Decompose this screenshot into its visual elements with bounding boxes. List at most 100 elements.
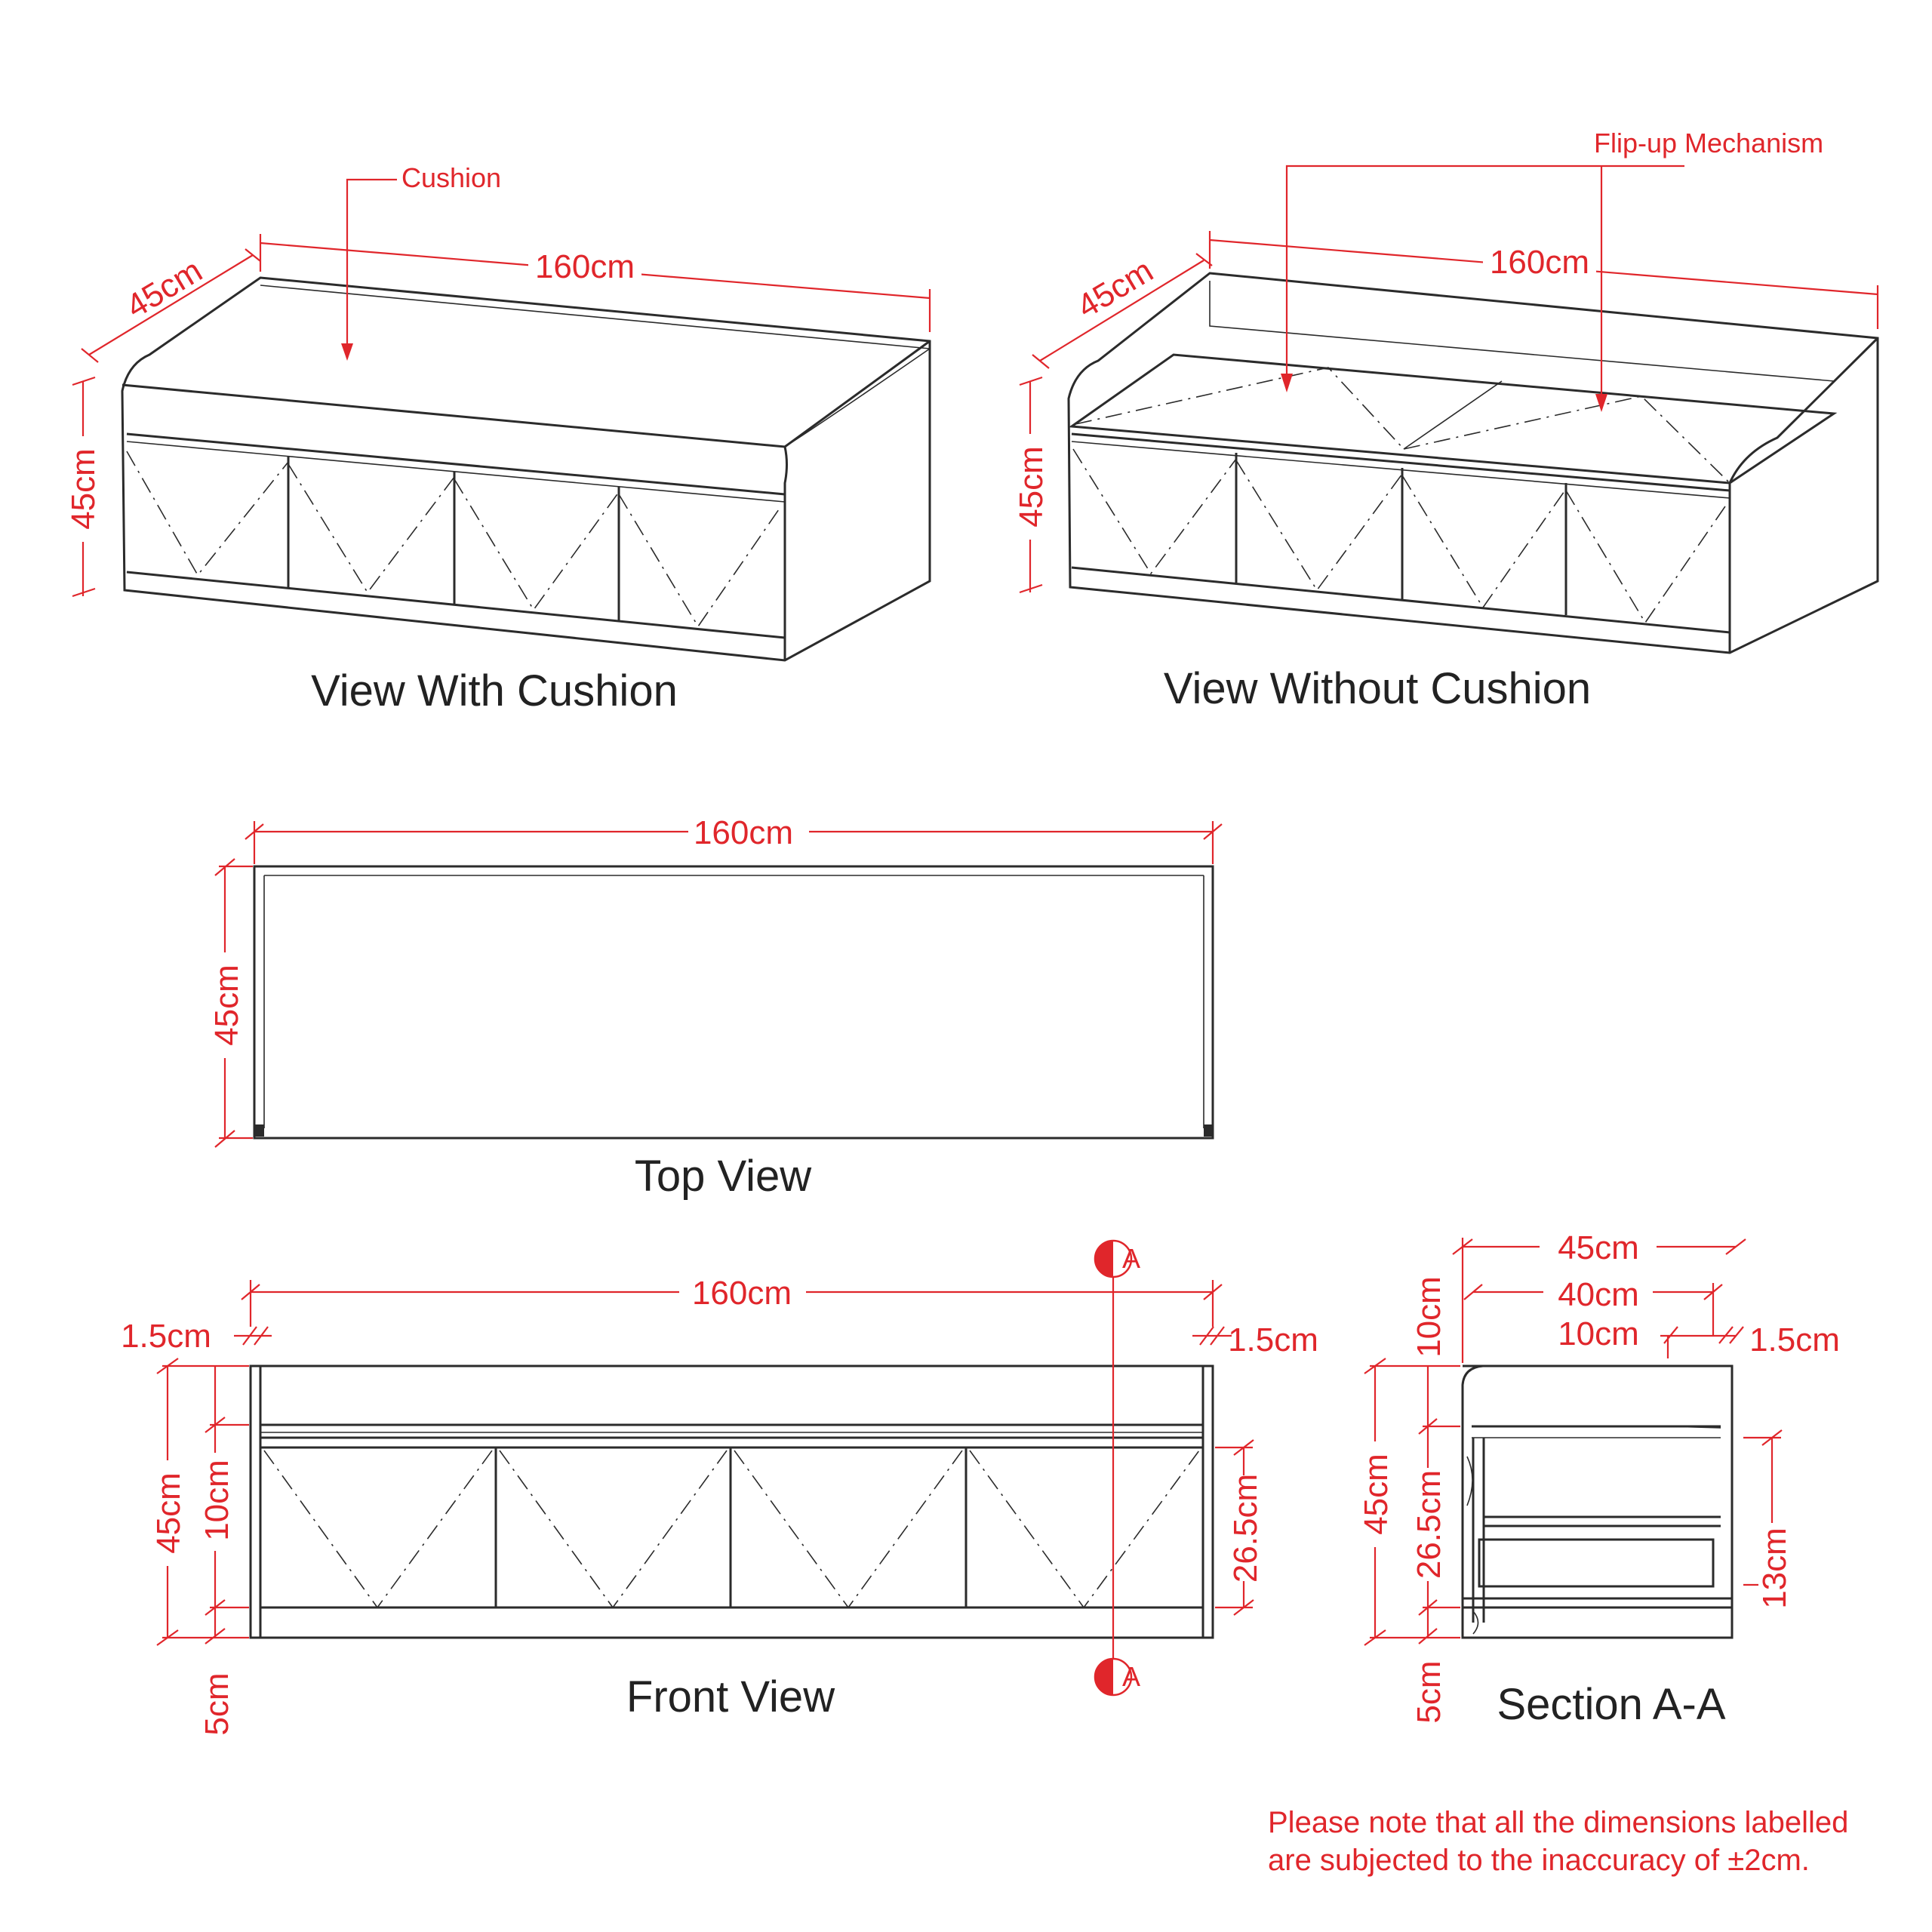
section-top-board-detail [1472, 1426, 1721, 1438]
without-cushion-drawer-mark-2 [1235, 460, 1403, 592]
top-view-length-bg [688, 811, 809, 853]
section-title: Section A-A [1497, 1680, 1725, 1729]
front-view-height-bg [148, 1460, 187, 1566]
without-cushion-board-mark-1 [1075, 367, 1404, 450]
section-inner-label: 40cm [1558, 1276, 1639, 1313]
cushion-callout-label: Cushion [401, 162, 501, 193]
section-height-label: 45cm [1358, 1454, 1395, 1535]
section-base-rail [1463, 1597, 1732, 1609]
without-cushion-height-bg [1011, 434, 1049, 540]
with-cushion-height-label: 45cm [65, 448, 102, 530]
section-a-a: 45cm 40cm 10cm 1.5cm 10cm 45cm 26.5cm 5c… [1357, 1226, 1840, 1729]
section-drawer-front [1472, 1438, 1485, 1623]
section-inner-bg [1543, 1272, 1653, 1315]
with-cushion-right-arm [783, 446, 788, 660]
view-without-cushion: 160cm 45cm 45cm Flip-up Mechanism View W… [1011, 128, 1879, 713]
without-cushion-drawer-mark-1 [1072, 448, 1237, 575]
with-cushion-back-edge [260, 285, 931, 349]
cushion-callout-arrowhead [341, 343, 353, 361]
section-foot-detail [1472, 1611, 1479, 1635]
with-cushion-arm-top [784, 348, 931, 448]
section-top-right-label: 10cm [1558, 1315, 1639, 1352]
section-drawer-box [1478, 1538, 1715, 1588]
section-marker-top-fill [1095, 1241, 1113, 1277]
front-view-drawer-mark-1 [263, 1450, 493, 1609]
front-view-drawer-mark-3 [734, 1450, 963, 1609]
front-view-drawer-bg [1226, 1475, 1265, 1581]
section-depth-label: 45cm [1558, 1229, 1639, 1266]
top-view-outline [253, 865, 1214, 1140]
with-cushion-title: View With Cushion [311, 666, 678, 715]
with-cushion-length-label: 160cm [535, 248, 635, 285]
front-view-rail [260, 1423, 1203, 1439]
section-drawer-bg [1410, 1468, 1447, 1581]
dimension-note: Please note that all the dimensions labe… [1268, 1806, 1848, 1877]
with-cushion-depth-dim-line [81, 248, 261, 363]
front-view-top-bg [198, 1453, 234, 1551]
front-view-length-label: 160cm [692, 1275, 792, 1312]
section-side-label: 1.5cm [1749, 1321, 1840, 1358]
with-cushion-drawer-mark-1 [126, 451, 289, 577]
with-cushion-rail-bottom [126, 441, 786, 503]
section-marker-top-label: A [1122, 1243, 1140, 1274]
section-marker-bottom-fill [1095, 1659, 1113, 1695]
with-cushion-base [126, 571, 786, 639]
top-view-depth-label: 45cm [208, 964, 245, 1046]
section-marker-bottom-label: A [1122, 1661, 1140, 1692]
with-cushion-body-outline [121, 276, 931, 662]
section-drawer-base [1484, 1515, 1721, 1527]
section-drawer-box-bg [1758, 1523, 1796, 1614]
section-top-right-dim-line [1660, 1326, 1744, 1358]
without-cushion-drawer-mark-3 [1401, 475, 1567, 609]
front-view-side-dim-lines [234, 1326, 1232, 1346]
note-line-1: Please note that all the dimensions labe… [1268, 1806, 1848, 1839]
section-top-left-label: 10cm [1411, 1276, 1447, 1358]
flip-up-callout-leaders [1285, 165, 1684, 408]
without-cushion-base [1071, 566, 1730, 634]
without-cushion-depth-dim-line [1032, 253, 1213, 369]
without-cushion-right-arm [1728, 337, 1879, 653]
without-cushion-rail-top [1071, 432, 1730, 492]
section-outline [1461, 1364, 1734, 1639]
top-view-length-label: 160cm [694, 814, 793, 851]
front-view-height-label: 45cm [150, 1472, 187, 1554]
without-cushion-length-label: 160cm [1490, 244, 1589, 281]
flip-up-callout-label: Flip-up Mechanism [1594, 128, 1823, 158]
front-view-top-label: 10cm [198, 1460, 235, 1541]
top-view-title: Top View [635, 1152, 812, 1201]
front-view-drawer-dividers [494, 1447, 968, 1607]
section-drawer-label: 26.5cm [1411, 1470, 1447, 1579]
with-cushion-rail-top [126, 432, 786, 496]
top-view-right-foot [1204, 1124, 1213, 1137]
top-view: 160cm 45cm Top View [205, 811, 1223, 1201]
without-cushion-length-bg [1483, 243, 1596, 281]
with-cushion-drawer-mark-2 [288, 463, 455, 594]
front-view-length-bg [679, 1271, 806, 1313]
flip-up-arrowhead-1 [1281, 374, 1293, 392]
note-line-2: are subjected to the inaccuracy of ±2cm. [1268, 1844, 1810, 1877]
section-base-label: 5cm [1411, 1660, 1447, 1723]
top-view-inner-frame [263, 875, 1204, 1128]
front-view-side-right-label: 1.5cm [1228, 1321, 1318, 1358]
section-handle-detail [1466, 1456, 1473, 1506]
front-view-side-left-label: 1.5cm [121, 1318, 211, 1355]
front-view-base-label: 5cm [198, 1672, 235, 1735]
without-cushion-rail-bottom [1071, 441, 1730, 499]
without-cushion-seat-boards [1068, 353, 1838, 485]
without-cushion-height-label: 45cm [1013, 446, 1050, 528]
top-view-depth-bg [205, 952, 245, 1058]
without-cushion-body-outline [1067, 272, 1879, 654]
with-cushion-height-bg [63, 436, 101, 542]
without-cushion-title: View Without Cushion [1164, 664, 1591, 713]
with-cushion-drawer-mark-4 [618, 494, 780, 628]
without-cushion-back-panel [1209, 281, 1835, 382]
cushion-callout-leader [346, 178, 397, 358]
section-height-bg [1357, 1441, 1396, 1547]
with-cushion-length-bg [528, 248, 641, 285]
section-drawer-box-label: 13cm [1756, 1527, 1793, 1609]
front-view-outline [249, 1364, 1214, 1639]
without-cushion-drawer-mark-4 [1565, 490, 1727, 624]
front-view-drawer-mark-4 [969, 1450, 1200, 1609]
top-view-left-foot [255, 1124, 264, 1137]
